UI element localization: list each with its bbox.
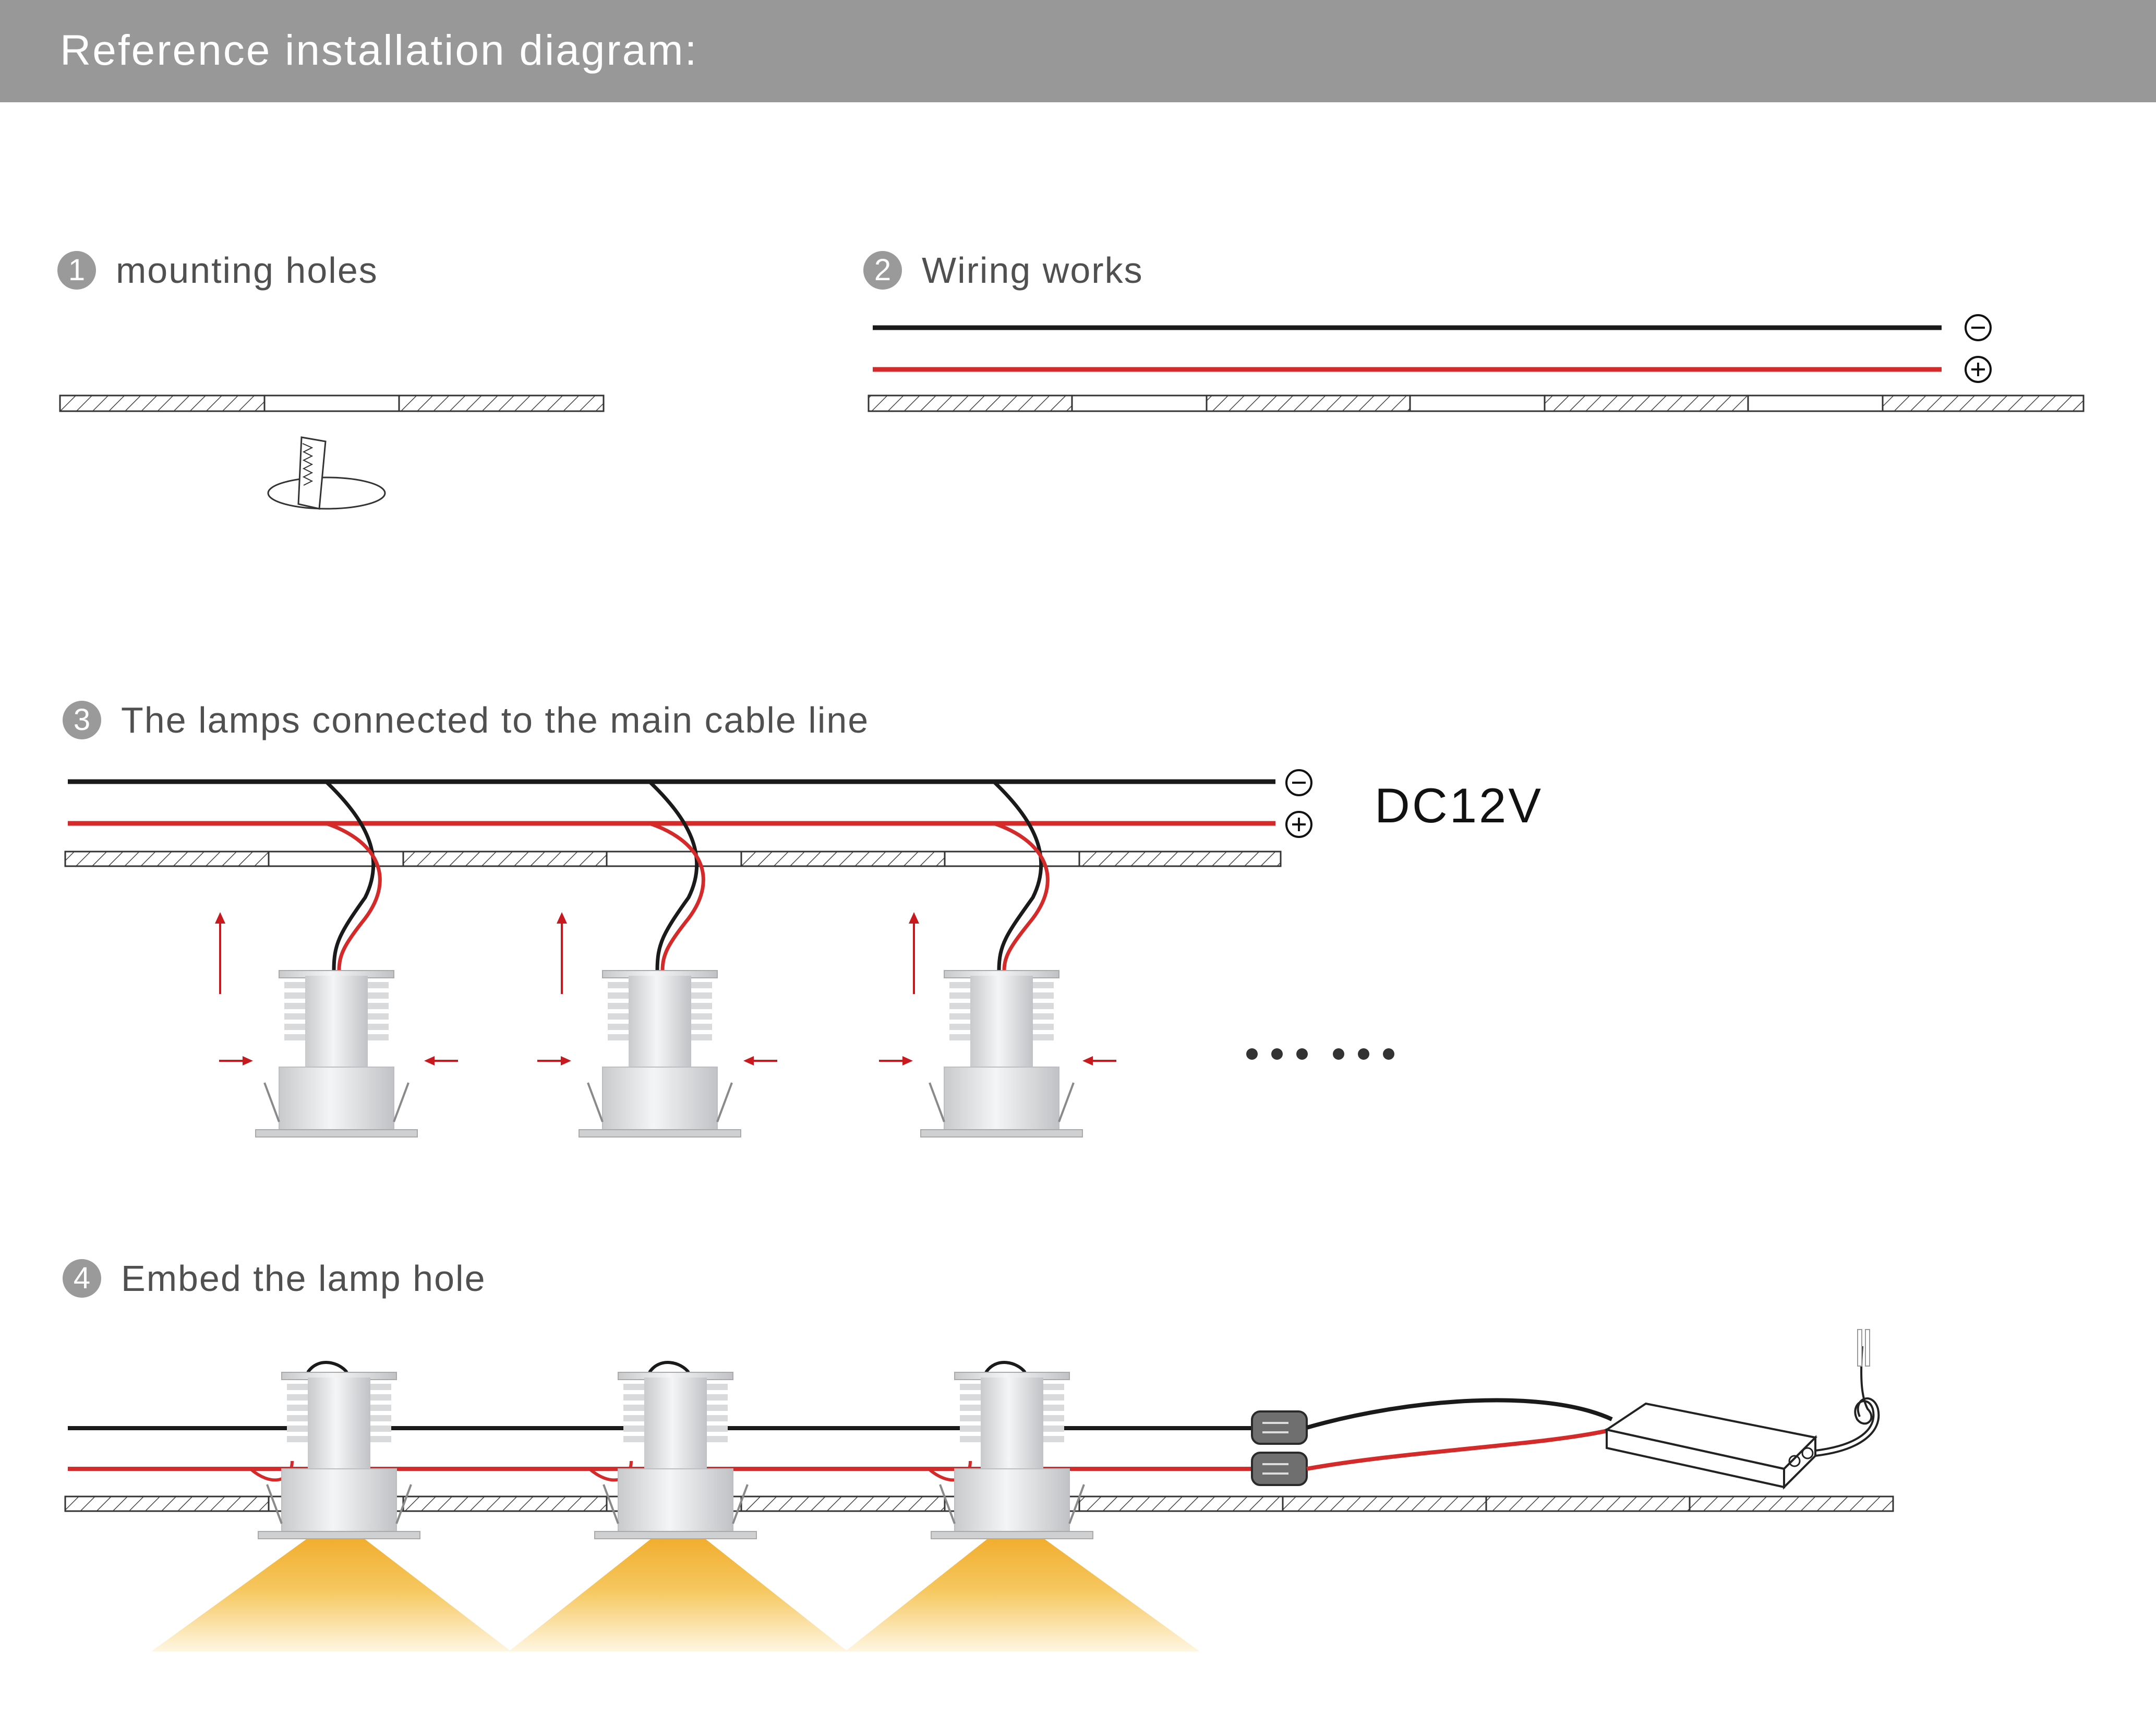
embedded-lamp [594,1371,757,1540]
step3-wiring [64,769,1394,1138]
embedded-lamp [930,1371,1094,1540]
downlight-lamp [578,969,742,1138]
plus-icon [1285,811,1312,838]
more-lamps-ellipsis [1246,1048,1394,1060]
wire-connector-positive [1251,1452,1308,1486]
plus-icon [1965,356,1992,383]
power-plug-icon [1857,1329,1870,1367]
hole-saw-icon [267,436,386,510]
step-3: 3 The lamps connected to the main cable … [63,699,869,741]
step-number-1: 1 [57,251,96,290]
light-beam [845,1517,1200,1651]
dc-voltage-label: DC12V [1375,778,1544,833]
step-1: 1 mounting holes [57,249,378,291]
downlight-lamp [920,969,1083,1138]
led-driver-icon [1604,1402,1818,1490]
step-number-3: 3 [63,701,101,739]
step-number-2: 2 [863,251,902,290]
step-number-4: 4 [63,1259,101,1298]
step-2: 2 Wiring works [863,249,1143,291]
step-label-4: Embed the lamp hole [121,1258,486,1299]
minus-icon [1965,314,1992,341]
step1-ceiling [59,394,605,412]
light-beam [151,1517,511,1651]
step-4: 4 Embed the lamp hole [63,1258,486,1299]
page-title: Reference installation diagram: [60,27,698,74]
minus-icon [1285,769,1312,796]
step-label-3: The lamps connected to the main cable li… [121,700,870,740]
header-bar: Reference installation diagram: [0,0,2156,102]
embedded-lamp [257,1371,421,1540]
light-beam [509,1517,848,1651]
step-label-2: Wiring works [922,250,1143,291]
step-label-1: mounting holes [116,250,378,291]
wire-connector-negative [1251,1410,1308,1445]
step4-embedded [64,1329,1894,1651]
downlight-lamp [255,969,418,1138]
step2-wiring [868,314,2085,412]
